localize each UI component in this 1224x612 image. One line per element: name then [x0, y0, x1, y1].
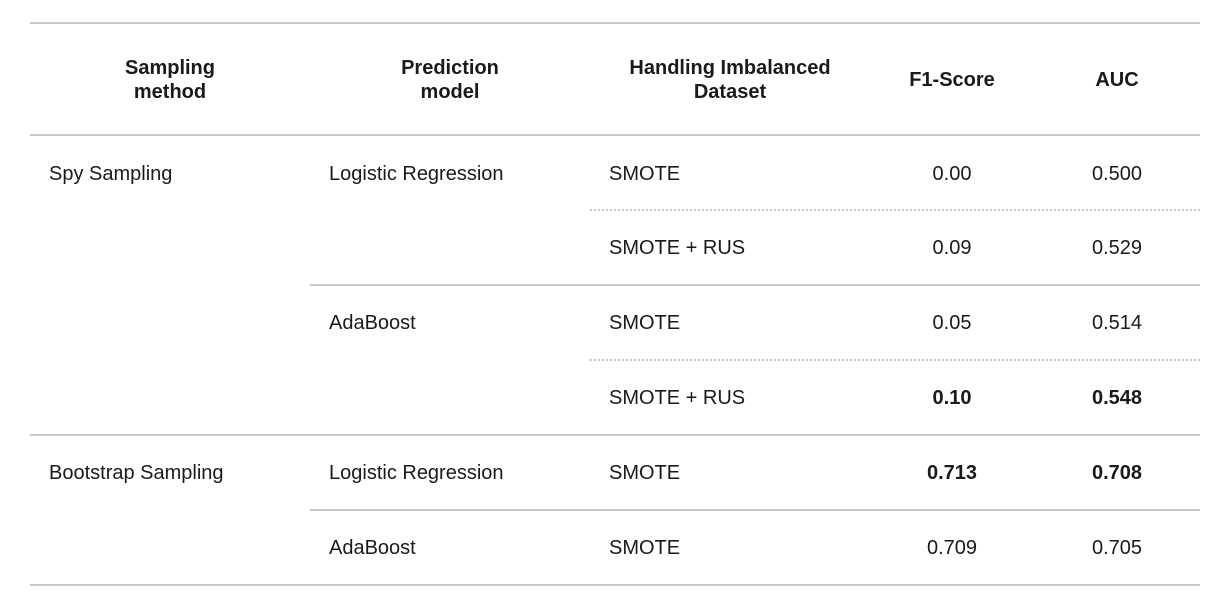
cell-handling: SMOTE + RUS	[609, 387, 746, 409]
cell-model: Logistic Regression	[329, 163, 504, 185]
header-line: Dataset	[693, 81, 767, 103]
cell-auc: 0.529	[1091, 237, 1143, 259]
cell-handling: SMOTE	[609, 163, 681, 185]
header-line: method	[133, 81, 207, 103]
cell-f1: 0.709	[926, 537, 978, 559]
header-rule	[30, 134, 1200, 136]
header-line: Prediction	[401, 57, 499, 79]
header-auc: AUC	[1095, 69, 1139, 91]
cell-f1: 0.09	[932, 237, 972, 259]
cell-sampling: Bootstrap Sampling	[49, 462, 224, 484]
row-divider	[310, 284, 1200, 286]
header-handling: Handling Imbalanced Dataset	[610, 56, 850, 104]
cell-f1-best: 0.10	[932, 387, 972, 409]
bottom-rule	[30, 584, 1200, 586]
cell-sampling: Spy Sampling	[49, 163, 173, 185]
header-sampling-method: Sampling method	[70, 56, 270, 104]
header-prediction-model: Prediction model	[350, 56, 550, 104]
cell-f1: 0.05	[932, 312, 972, 334]
header-line: Sampling	[124, 57, 215, 79]
header-f1: F1-Score	[909, 69, 995, 91]
results-table: Sampling method Prediction model Handlin…	[30, 22, 1200, 586]
cell-handling: SMOTE	[609, 312, 681, 334]
cell-f1: 0.00	[932, 163, 972, 185]
cell-handling: SMOTE	[609, 462, 681, 484]
cell-model: AdaBoost	[329, 312, 416, 334]
row-divider-dotted	[590, 209, 1200, 211]
cell-handling: SMOTE	[609, 537, 681, 559]
top-rule	[30, 22, 1200, 24]
group-divider	[30, 434, 1200, 436]
cell-f1-best: 0.713	[926, 462, 978, 484]
header-line: model	[420, 81, 480, 103]
cell-handling: SMOTE + RUS	[609, 237, 746, 259]
cell-auc-best: 0.548	[1091, 387, 1143, 409]
row-divider-dotted	[590, 359, 1200, 361]
cell-model: Logistic Regression	[329, 462, 504, 484]
cell-auc: 0.500	[1091, 163, 1143, 185]
cell-model: AdaBoost	[329, 537, 416, 559]
cell-auc-best: 0.708	[1091, 462, 1143, 484]
cell-auc: 0.514	[1091, 312, 1143, 334]
cell-auc: 0.705	[1091, 537, 1143, 559]
row-divider	[310, 509, 1200, 511]
header-line: Handling Imbalanced	[629, 57, 831, 79]
